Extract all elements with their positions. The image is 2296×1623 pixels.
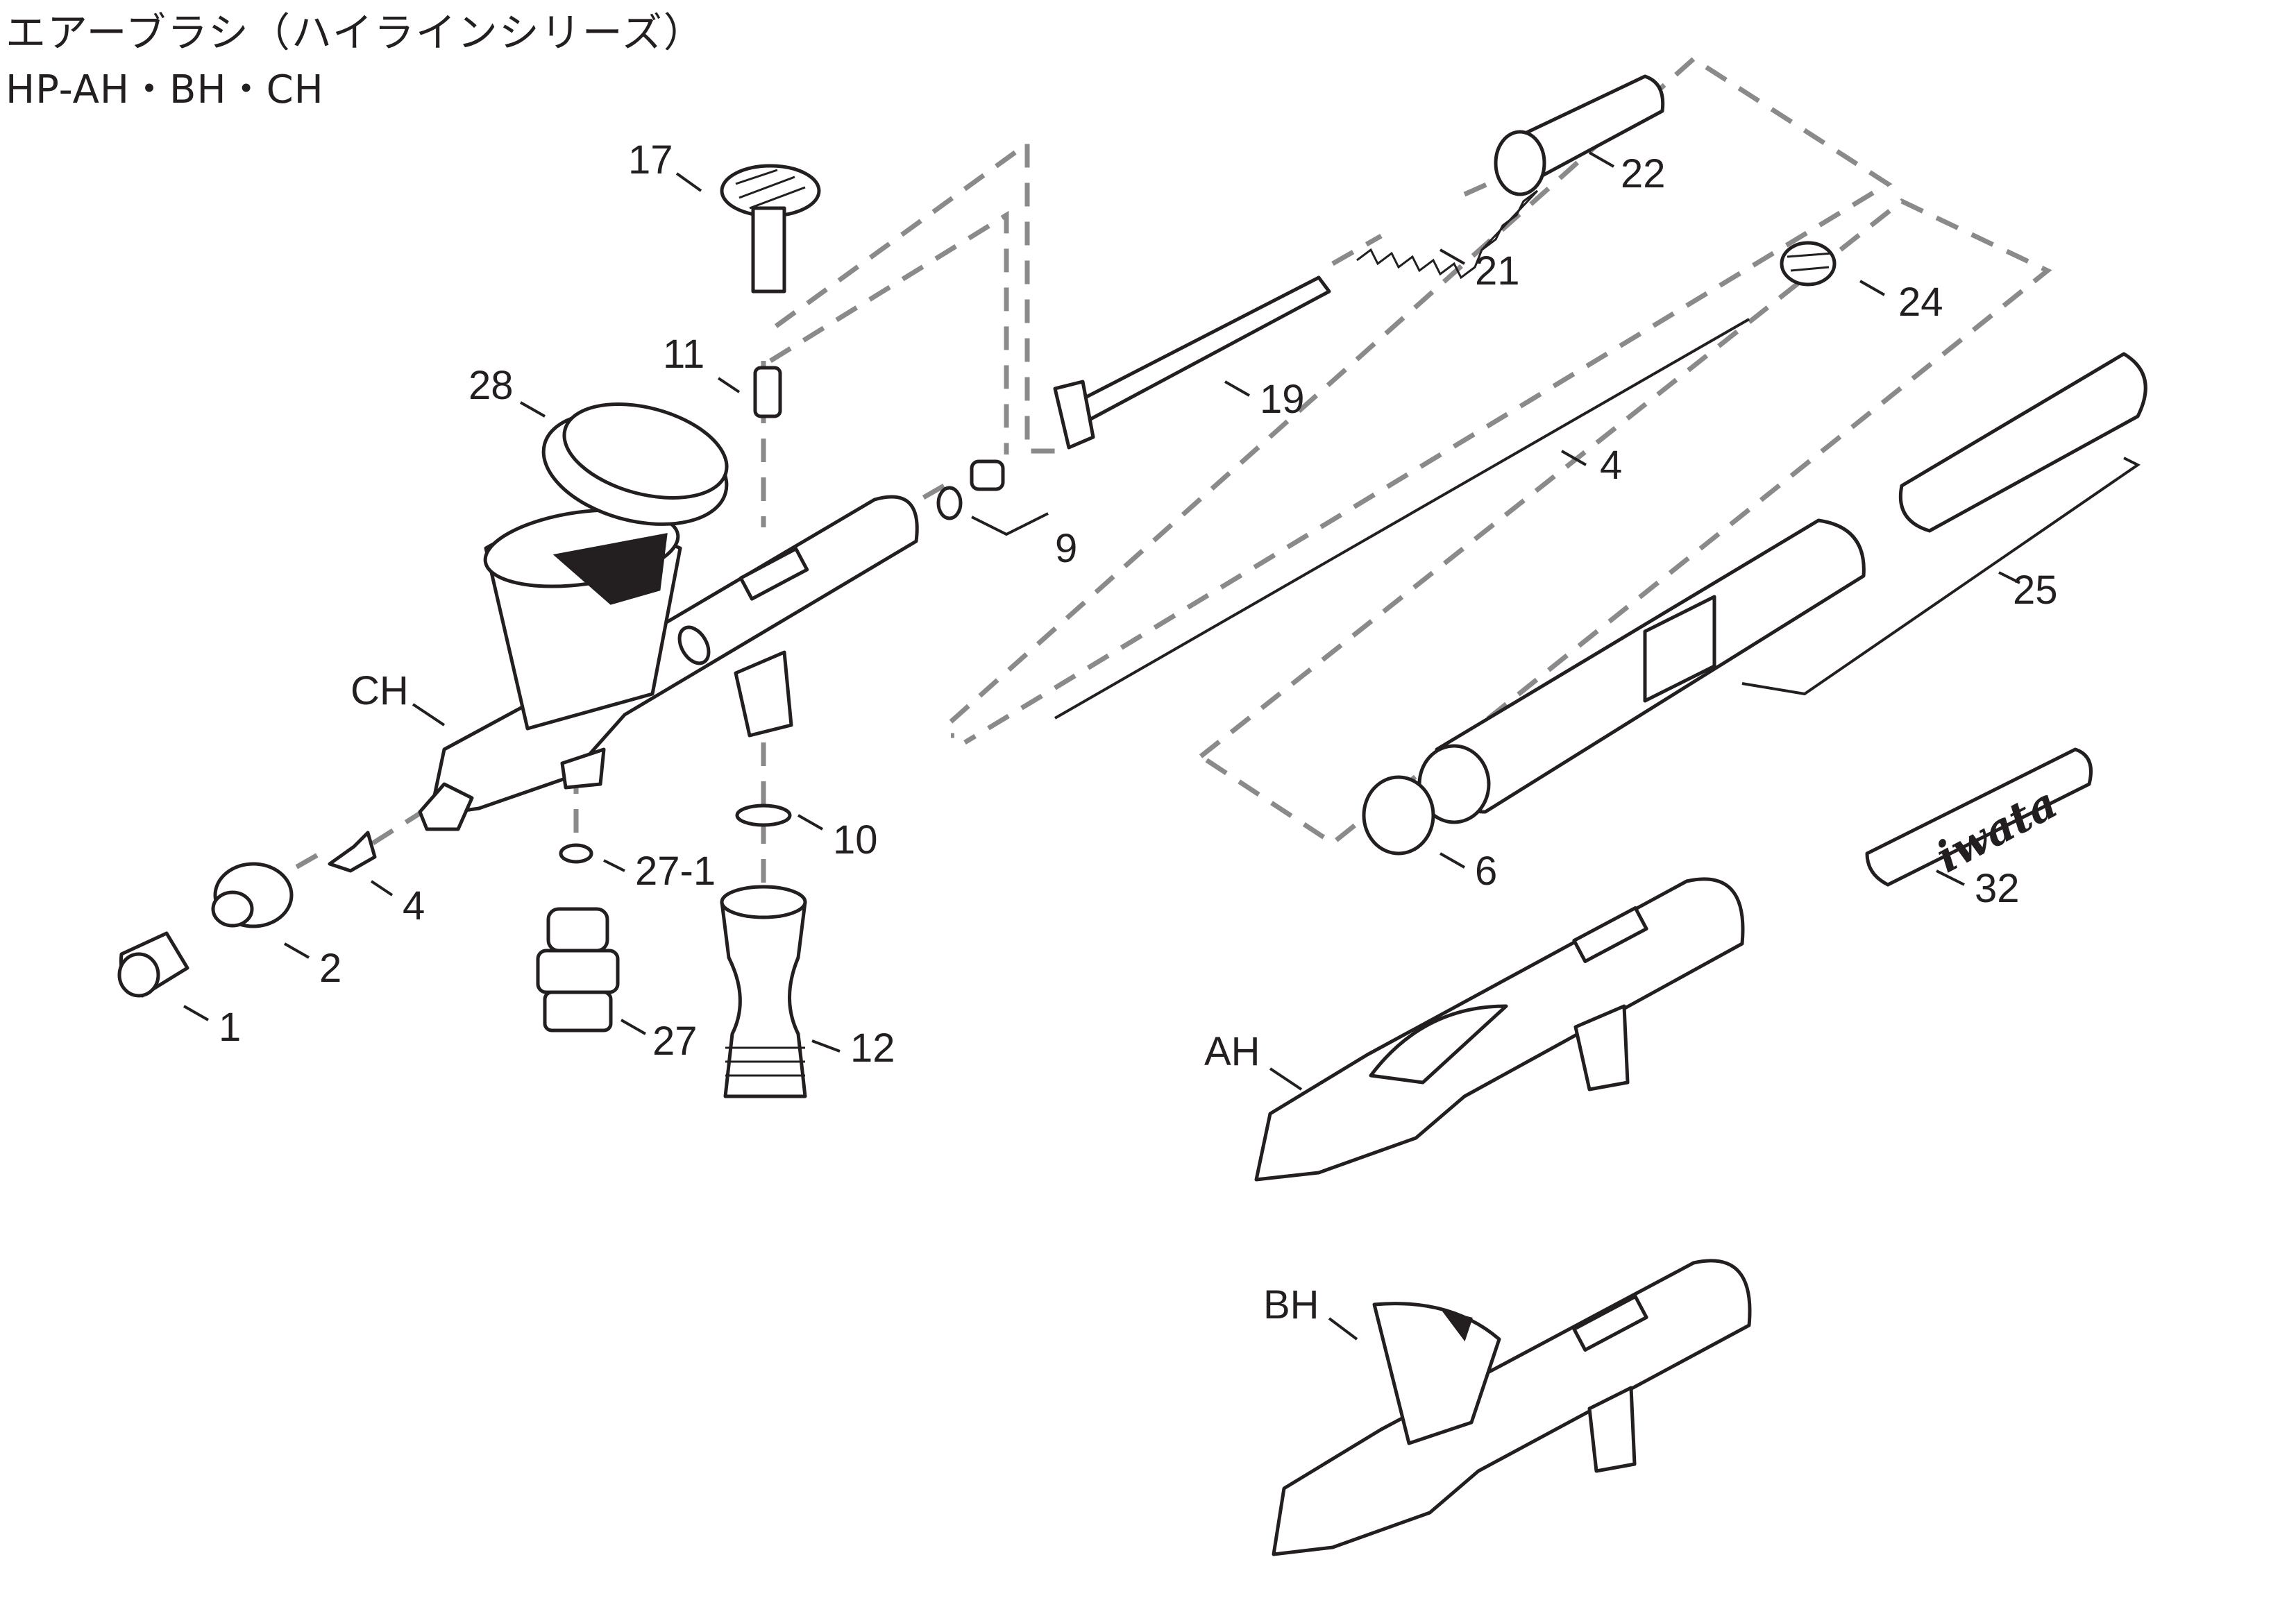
spring [1356, 189, 1539, 280]
label-part-11: 11 [663, 332, 704, 377]
label-part-1: 1 [219, 1005, 241, 1050]
label-part-22: 22 [1621, 151, 1666, 196]
label-part-28: 28 [469, 363, 514, 408]
air-valve-body [720, 885, 807, 1098]
needle-chucking-nut [1780, 241, 1837, 287]
needle-cap [117, 931, 189, 998]
label-variant-bh: BH [1263, 1282, 1319, 1327]
label-part-21: 21 [1475, 248, 1520, 294]
label-part-32: 32 [1975, 866, 2020, 911]
label-part-4-needle: 4 [1600, 443, 1622, 488]
nozzle-tip [328, 831, 377, 873]
valve-assembly [536, 907, 620, 1033]
label-part-27: 27 [652, 1019, 698, 1064]
label-part-24: 24 [1898, 280, 1943, 325]
handle-assembly [1417, 352, 2147, 824]
model-list: HP-AH・BH・CH [6, 67, 324, 112]
part-27-1-oring [559, 843, 593, 864]
label-part-4-nozzle: 4 [403, 883, 425, 928]
label-part-9: 9 [1055, 526, 1077, 571]
ch-airbrush-body [418, 495, 919, 831]
nozzle-cap [211, 862, 294, 928]
needle [1054, 318, 1750, 720]
piston-rod [1053, 275, 1331, 450]
label-part-10: 10 [833, 817, 878, 863]
needle-chucking-guide [1494, 74, 1665, 196]
cup-lid [541, 402, 729, 526]
part-9-oring [936, 486, 963, 520]
label-part-2: 2 [319, 946, 341, 991]
label-part-25: 25 [2013, 568, 2058, 613]
label-variant-ch: CH [351, 668, 409, 713]
part-11-pin [753, 366, 782, 418]
bh-airbrush-body [1272, 1259, 1752, 1556]
part-10-oring [735, 804, 792, 827]
label-part-17: 17 [628, 137, 673, 182]
label-part-6: 6 [1475, 849, 1497, 894]
spanner-wrench: iwata [1865, 747, 2093, 887]
ah-airbrush-body [1254, 877, 1745, 1182]
label-variant-ah: AH [1204, 1029, 1260, 1074]
diagram-title: エアーブラシ（ハイラインシリーズ） [6, 9, 705, 56]
part-9-seal [970, 459, 1005, 491]
trigger-button [720, 164, 821, 294]
label-part-12: 12 [850, 1026, 895, 1071]
part-6-oring [1362, 775, 1435, 856]
label-part-19: 19 [1260, 377, 1305, 422]
label-part-27-1: 27-1 [635, 849, 716, 894]
